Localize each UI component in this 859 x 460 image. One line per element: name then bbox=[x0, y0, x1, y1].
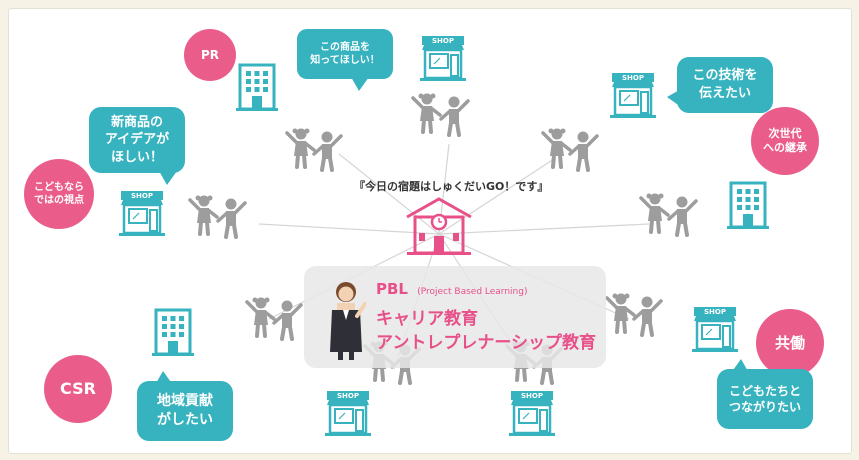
shop-sign-label: SHOP bbox=[131, 192, 153, 200]
tech-bubble: この技術を 伝えたい bbox=[677, 57, 773, 113]
children-icon bbox=[272, 298, 303, 341]
shop-sign-label: SHOP bbox=[704, 308, 726, 316]
shop-sign-label: SHOP bbox=[521, 392, 543, 400]
children-icon bbox=[541, 126, 572, 169]
children-icon bbox=[632, 294, 663, 337]
office-building-icon bbox=[234, 63, 280, 113]
children-icon bbox=[411, 91, 442, 134]
school-icon bbox=[406, 197, 472, 255]
pr-bubble: PR bbox=[184, 29, 236, 81]
connect-with-children-bubble: こどもたちと つながりたい bbox=[717, 369, 813, 429]
entrepreneurship-label: アントレプレナーシップ教育 bbox=[376, 333, 596, 353]
child-viewpoint-bubble: こどもなら ではの視点 bbox=[24, 159, 94, 229]
career-education-label: キャリア教育 bbox=[376, 309, 478, 329]
shop-sign-label: SHOP bbox=[337, 392, 359, 400]
teacher-icon bbox=[330, 282, 366, 360]
diagram-canvas: SHOP SHOP SHOP SHOP SHOP SHOP 『今日の宿題はしゅくだいGO！… bbox=[8, 8, 852, 454]
children-icon bbox=[216, 196, 247, 239]
community-contribution-bubble: 地域貢献 がしたい bbox=[137, 381, 233, 441]
pbl-panel: PBL (Project Based Learning) キャリア教育 アントレ… bbox=[304, 266, 606, 368]
know-product-bubble: この商品を 知ってほしい！ bbox=[297, 29, 393, 79]
shop-sign-label: SHOP bbox=[432, 37, 454, 45]
new-idea-bubble: 新商品の アイデアが ほしい！ bbox=[89, 107, 185, 173]
next-generation-bubble: 次世代 への継承 bbox=[751, 107, 819, 175]
children-icon bbox=[439, 94, 470, 137]
pbl-subtitle: (Project Based Learning) bbox=[417, 287, 528, 297]
office-building-icon bbox=[150, 308, 196, 358]
pbl-label: PBL bbox=[376, 280, 408, 298]
children-icon bbox=[312, 129, 343, 172]
csr-bubble: CSR bbox=[44, 355, 112, 423]
office-building-icon bbox=[725, 181, 771, 231]
children-icon bbox=[245, 295, 276, 338]
shop-sign-label: SHOP bbox=[622, 74, 644, 82]
children-icon bbox=[188, 193, 219, 236]
children-icon bbox=[605, 291, 636, 334]
homework-caption: 『今日の宿題はしゅくだいGO！です』 bbox=[354, 180, 549, 193]
kyodo-bubble: 共働 bbox=[756, 309, 824, 377]
children-icon bbox=[639, 191, 670, 234]
children-icon bbox=[667, 194, 698, 237]
children-icon bbox=[568, 129, 599, 172]
children-icon bbox=[285, 126, 316, 169]
